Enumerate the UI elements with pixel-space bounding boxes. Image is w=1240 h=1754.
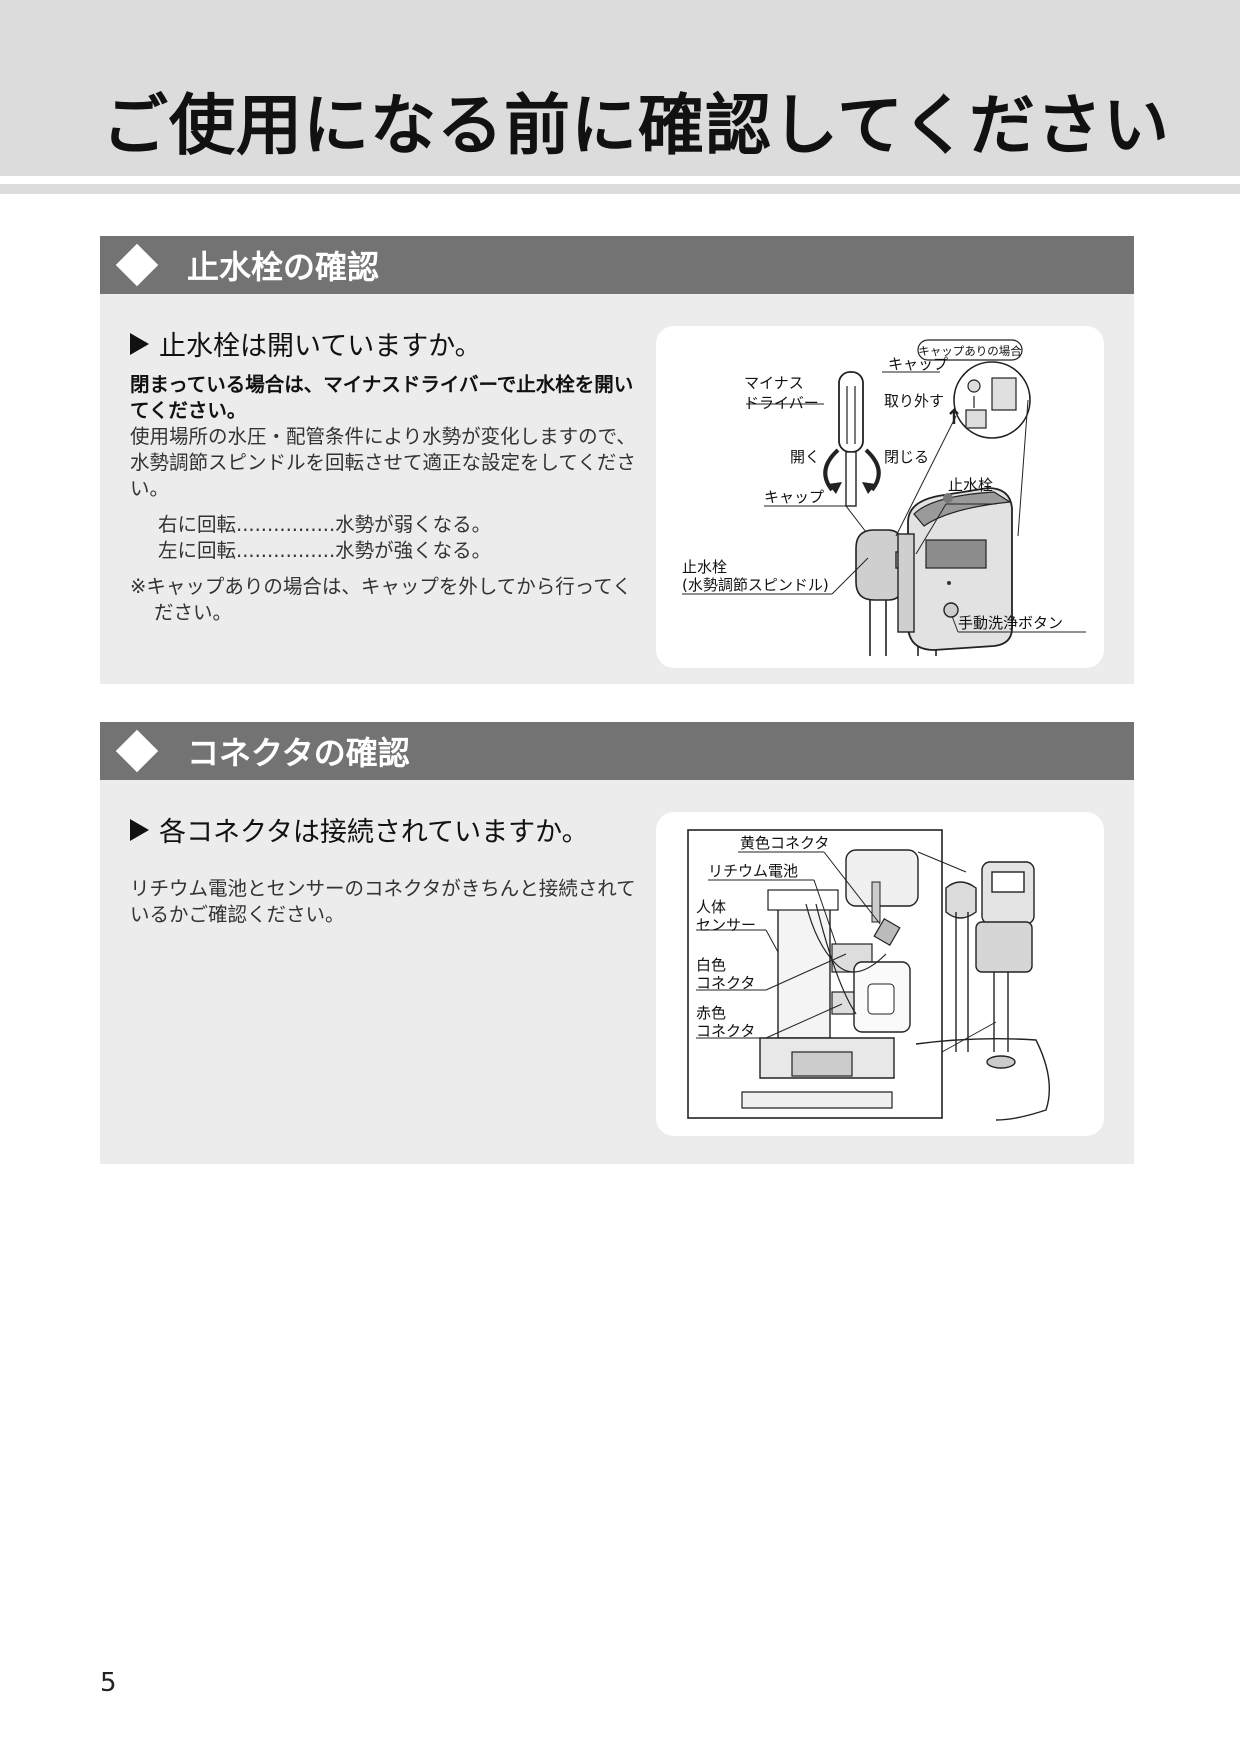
section-header: 止水栓の確認 xyxy=(100,236,1134,294)
label-stop-valve-right: 止水栓 xyxy=(948,476,993,494)
section-title: 止水栓の確認 xyxy=(187,248,380,286)
diamond-icon xyxy=(115,243,159,287)
label-cap-top: キャップ xyxy=(888,355,948,373)
section-connector: コネクタの確認 各コネクタは接続されていますか。 リチウム電池とセンサーのコネク… xyxy=(100,722,1134,1164)
cap-note: ※キャップありの場合は、キャップを外してから行ってください。 xyxy=(130,575,632,624)
label-stop-valve-line1: 止水栓 xyxy=(682,558,727,576)
connector-figure: 黄色コネクタ リチウム電池 人体 センサー 白色 コネクタ 赤色 コネクタ xyxy=(656,812,1104,1136)
label-screwdriver-line1: マイナス xyxy=(744,374,804,392)
stop-valve-figure: キャップありの場合 キャップ 取り外す マイナス ドライバー 開く 閉じる 止水… xyxy=(656,326,1104,668)
section-header: コネクタの確認 xyxy=(100,722,1134,780)
label-white-connector-line2: コネクタ xyxy=(696,974,755,992)
section-stop-valve: 止水栓の確認 止水栓は開いていますか。 閉まっている場合は、マイナスドライバーで… xyxy=(100,236,1134,684)
body-text: リチウム電池とセンサーのコネクタがきちんと接続されているかご確認ください。 xyxy=(130,877,636,926)
body-text: 使用場所の水圧・配管条件により水勢が変化しますので、水勢調節スピンドルを回転させ… xyxy=(130,425,636,500)
section-title: コネクタの確認 xyxy=(187,734,410,772)
question-text: 止水栓は開いていますか。 xyxy=(159,331,482,362)
label-stop-valve-line2: (水勢調節スピンドル) xyxy=(682,576,829,594)
rotation-list: 右に回転................水勢が弱くなる。 左に回転.......… xyxy=(130,512,650,564)
label-lithium-battery: リチウム電池 xyxy=(708,862,798,880)
question-text: 各コネクタは接続されていますか。 xyxy=(159,817,589,848)
instructions: 閉まっている場合は、マイナスドライバーで止水栓を開いてください。 使用場所の水圧… xyxy=(130,372,650,626)
header-band xyxy=(0,0,1240,181)
label-yellow-connector: 黄色コネクタ xyxy=(740,834,829,852)
label-human-sensor-line1: 人体 xyxy=(696,898,726,916)
bold-instruction: 閉まっている場合は、マイナスドライバーで止水栓を開いてください。 xyxy=(130,373,634,422)
label-red-connector-line2: コネクタ xyxy=(696,1022,755,1040)
label-remove: 取り外す xyxy=(884,392,944,410)
triangle-icon xyxy=(130,818,149,841)
label-close: 閉じる xyxy=(884,448,929,466)
diamond-icon xyxy=(115,729,159,773)
page-title: ご使用になる前に確認してください xyxy=(102,87,1171,164)
label-red-connector-line1: 赤色 xyxy=(696,1004,726,1022)
question-title: 各コネクタは接続されていますか。 xyxy=(130,810,589,849)
label-open: 開く xyxy=(790,448,820,466)
label-manual-flush: 手動洗浄ボタン xyxy=(958,614,1063,632)
label-cap-case: キャップありの場合 xyxy=(918,344,1022,358)
question-title: 止水栓は開いていますか。 xyxy=(130,324,482,363)
label-white-connector-line1: 白色 xyxy=(696,956,726,974)
label-human-sensor-line2: センサー xyxy=(696,916,756,934)
label-cap-mid: キャップ xyxy=(764,488,824,506)
header-rule xyxy=(0,177,1240,181)
triangle-icon xyxy=(130,332,149,355)
stop-valve-illustration: キャップありの場合 キャップ 取り外す マイナス ドライバー 開く 閉じる 止水… xyxy=(682,339,1086,656)
connector-illustration: 黄色コネクタ リチウム電池 人体 センサー 白色 コネクタ 赤色 コネクタ xyxy=(687,829,1051,1121)
rotation-right: 右に回転................水勢が弱くなる。 xyxy=(158,513,492,536)
label-screwdriver-line2: ドライバー xyxy=(744,394,819,412)
page-number: 5 xyxy=(100,1668,117,1698)
instructions: リチウム電池とセンサーのコネクタがきちんと接続されているかご確認ください。 xyxy=(130,876,650,928)
rotation-left: 左に回転................水勢が強くなる。 xyxy=(158,539,492,562)
header-underline xyxy=(0,184,1240,194)
